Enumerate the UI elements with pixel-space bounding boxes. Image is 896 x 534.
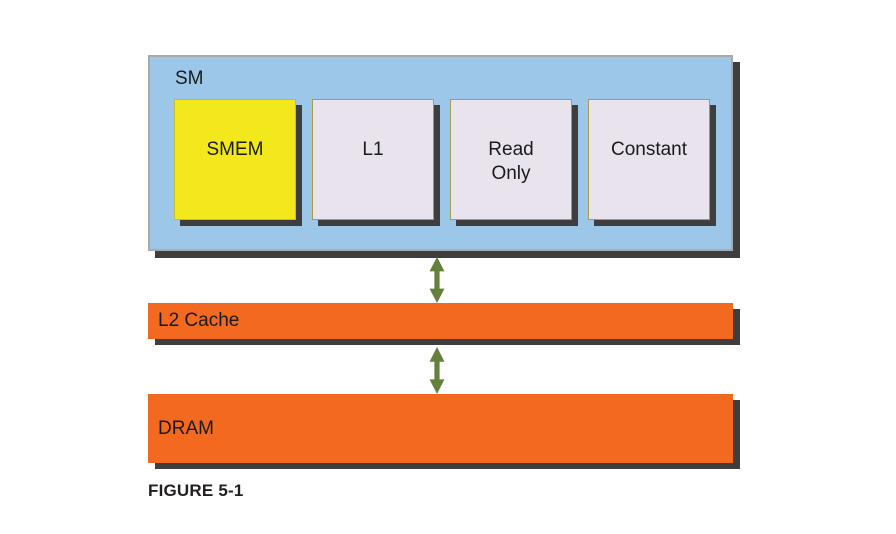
smem-block: SMEM bbox=[174, 99, 296, 220]
figure-caption: FIGURE 5-1 bbox=[148, 481, 244, 500]
l2-cache-block: L2 Cache bbox=[148, 303, 733, 339]
l2-cache-label: L2 Cache bbox=[158, 310, 240, 331]
l1-label: L1 bbox=[362, 139, 384, 160]
dram-block: DRAM bbox=[148, 394, 733, 463]
bidirectional-arrow-icon bbox=[429, 257, 445, 303]
smem-label: SMEM bbox=[206, 139, 264, 160]
read-only-label: Read Only bbox=[488, 139, 534, 184]
constant-label: Constant bbox=[610, 139, 688, 160]
l1-block: L1 bbox=[312, 99, 434, 220]
sm-block: SM SMEM L1 Read Only Constant bbox=[148, 55, 733, 251]
dram-label: DRAM bbox=[158, 417, 214, 439]
constant-block: Constant bbox=[588, 99, 710, 220]
bidirectional-arrow-icon bbox=[429, 347, 445, 394]
read-only-block: Read Only bbox=[450, 99, 572, 220]
sm-label: SM bbox=[175, 68, 204, 89]
